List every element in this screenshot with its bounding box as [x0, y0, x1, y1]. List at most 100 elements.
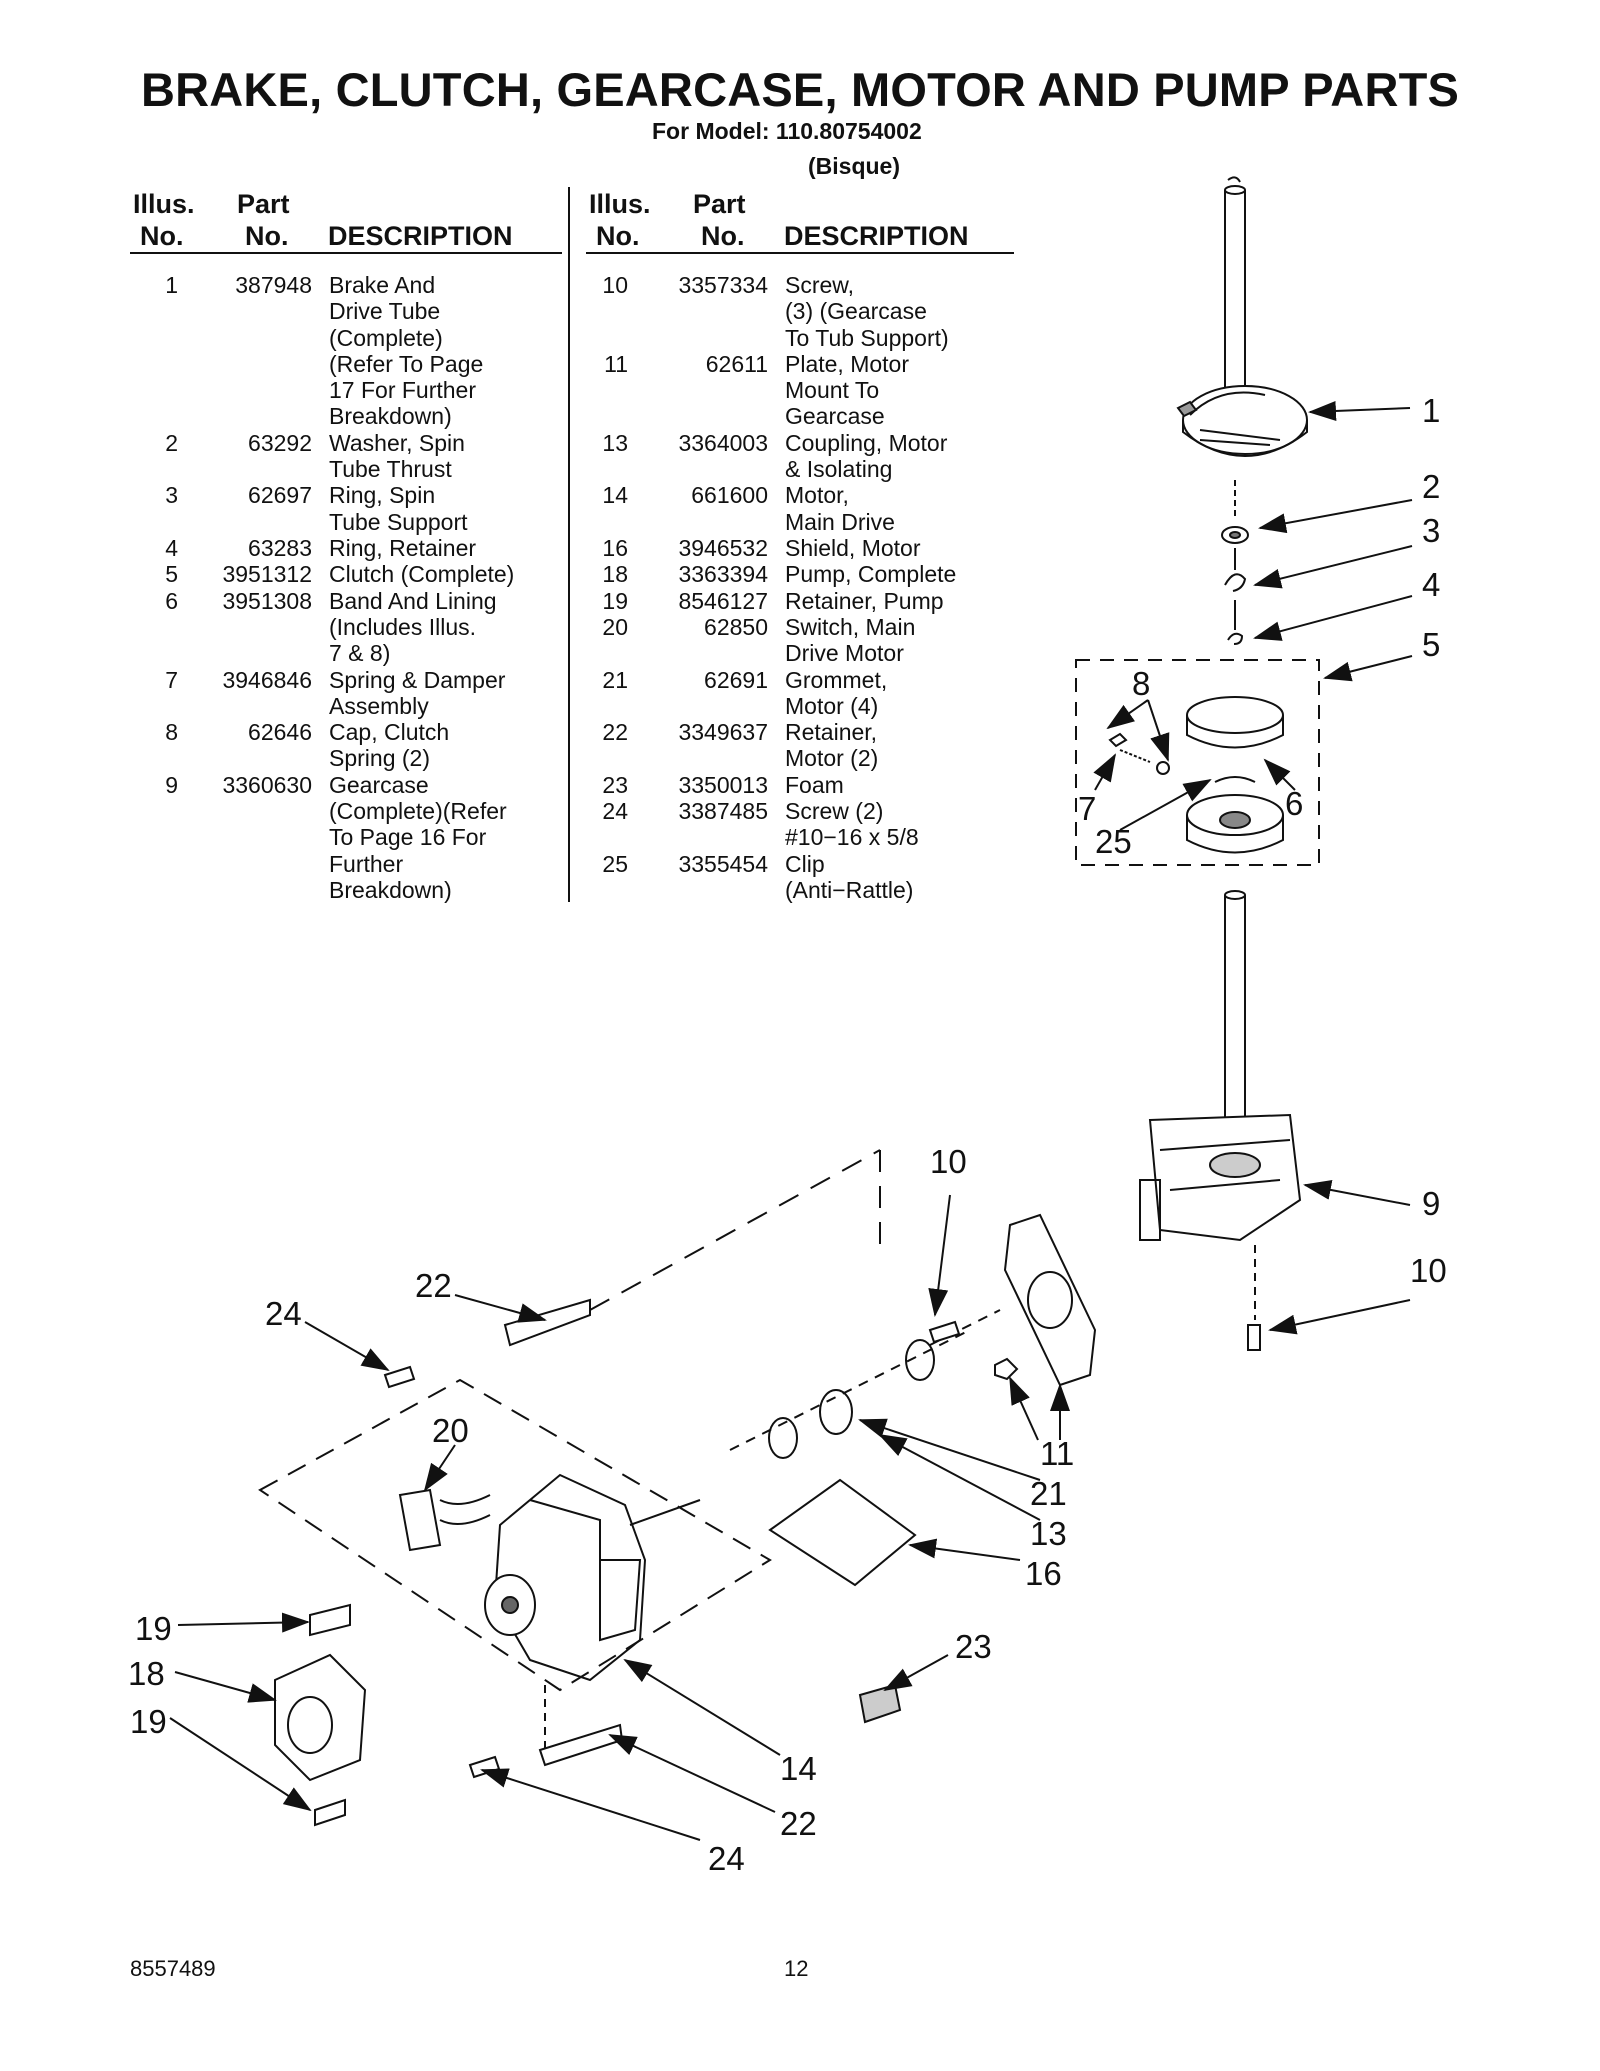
part-number: 661600: [691, 482, 768, 509]
part-number: 63292: [248, 429, 312, 456]
gearcase: [1139, 1113, 1302, 1242]
motor-switch: [398, 1488, 442, 1552]
col-no-label: No.: [140, 221, 184, 251]
part-description: Screw, (3) (Gearcase To Tub Support): [785, 272, 949, 351]
col-illus-header-right: Illus. No.: [589, 188, 651, 252]
part-number: 62697: [248, 482, 312, 509]
illus-number: 25: [602, 850, 628, 877]
part-number: 3951312: [222, 561, 312, 588]
part-description: Clutch (Complete): [329, 561, 515, 588]
part-number: 62691: [704, 666, 768, 693]
model-line: For Model: 110.80754002: [652, 118, 922, 144]
part-description: Shield, Motor: [785, 535, 921, 561]
part-description: Screw (2) #10−16 x 5/8: [785, 798, 919, 851]
part-number: 8546127: [678, 587, 768, 614]
callout-24: 24: [708, 1840, 745, 1877]
part-description: Plate, Motor Mount To Gearcase: [785, 350, 909, 430]
callout-16: 16: [1025, 1555, 1062, 1592]
callout-8: 8: [1132, 665, 1150, 702]
part-number: 3946532: [678, 535, 768, 561]
pump-retainer-top: [309, 1603, 351, 1637]
illus-number: 24: [602, 798, 628, 824]
col-no-label: No.: [245, 221, 289, 251]
col-description-header-right: DESCRIPTION: [784, 221, 969, 251]
illus-number: 11: [604, 350, 628, 377]
part-description: Spring & Damper Assembly: [329, 666, 506, 719]
motor-grommet: [994, 1357, 1019, 1381]
part-number: 3357334: [678, 272, 768, 298]
part-number: 3951308: [222, 587, 312, 614]
col-illus-label: Illus.: [589, 189, 651, 219]
callout-20: 20: [432, 1412, 469, 1449]
part-description: Gearcase (Complete)(Refer To Page 16 For…: [329, 771, 507, 903]
part-description: Band And Lining (Includes Illus. 7 & 8): [329, 587, 497, 667]
col-part-label: Part: [693, 189, 746, 219]
part-number: 62646: [248, 719, 312, 746]
callout-5: 5: [1422, 626, 1440, 663]
illus-number: 3: [165, 482, 178, 509]
col-illus-label: Illus.: [133, 189, 195, 219]
retainer-ring: [1227, 632, 1244, 645]
callout-22: 22: [780, 1805, 817, 1842]
drive-tube-shaft: [1224, 190, 1246, 400]
part-description: Retainer, Pump: [785, 587, 944, 614]
callout-4: 4: [1422, 566, 1440, 603]
illus-number: 22: [602, 719, 628, 746]
illus-number: 9: [165, 771, 178, 798]
part-number: 3363394: [678, 561, 768, 588]
illus-number: 14: [602, 482, 628, 509]
callout-10: 10: [930, 1143, 967, 1180]
illus-number: 18: [602, 561, 628, 588]
clutch-band: [1186, 696, 1284, 749]
part-number: 3946846: [222, 666, 312, 693]
part-description: Grommet, Motor (4): [785, 666, 888, 719]
callout-13: 13: [1030, 1515, 1067, 1552]
part-description: Foam: [785, 771, 844, 798]
page-number: 12: [784, 1956, 809, 1981]
callout-14: 14: [780, 1750, 817, 1787]
part-number: 3350013: [678, 771, 768, 798]
callout-11: 11: [1040, 1435, 1074, 1472]
callout-7: 7: [1078, 790, 1096, 827]
callout-1: 1: [1422, 392, 1440, 429]
col-no-label: No.: [596, 221, 640, 251]
gearcase-tub-screw: [928, 1320, 961, 1344]
spring-damper: [1119, 749, 1151, 763]
illus-number: 2: [165, 429, 178, 456]
illus-number: 13: [602, 429, 628, 456]
part-number: 3387485: [678, 798, 768, 824]
part-number: 3360630: [222, 771, 312, 798]
callout-23: 23: [955, 1628, 992, 1665]
col-no-label: No.: [701, 221, 745, 251]
part-description: Motor, Main Drive: [785, 482, 895, 535]
motor-shield: [768, 1478, 917, 1587]
illus-number: 19: [602, 587, 628, 614]
illus-number: 10: [602, 272, 628, 298]
col-illus-header: Illus. No.: [133, 188, 195, 252]
callout-3: 3: [1422, 512, 1440, 549]
illus-number: 1: [165, 272, 178, 298]
motor-pump: [274, 1653, 367, 1782]
main-drive-motor: [484, 1473, 701, 1682]
callout-21: 21: [1030, 1475, 1067, 1512]
part-description: Cap, Clutch Spring (2): [329, 719, 450, 772]
callout-22: 22: [415, 1267, 452, 1304]
spin-tube-ring: [1224, 573, 1247, 592]
clutch-hub: [1186, 794, 1284, 854]
color-line: (Bisque): [808, 153, 900, 179]
brake-assembly: [1176, 385, 1308, 457]
motor-retainer-bottom: [538, 1723, 624, 1767]
illus-number: 20: [602, 613, 628, 640]
part-number: 62850: [704, 613, 768, 640]
part-number: 387948: [235, 272, 312, 298]
callout-19: 19: [130, 1703, 167, 1740]
illus-number: 8: [165, 719, 178, 746]
callout-2: 2: [1422, 468, 1440, 505]
illus-number: 6: [165, 587, 178, 614]
callout-24: 24: [265, 1295, 302, 1332]
col-description-header: DESCRIPTION: [328, 221, 513, 251]
illus-number: 5: [165, 561, 178, 588]
part-number: 3355454: [678, 850, 768, 877]
motor-retainer-top: [503, 1298, 591, 1347]
